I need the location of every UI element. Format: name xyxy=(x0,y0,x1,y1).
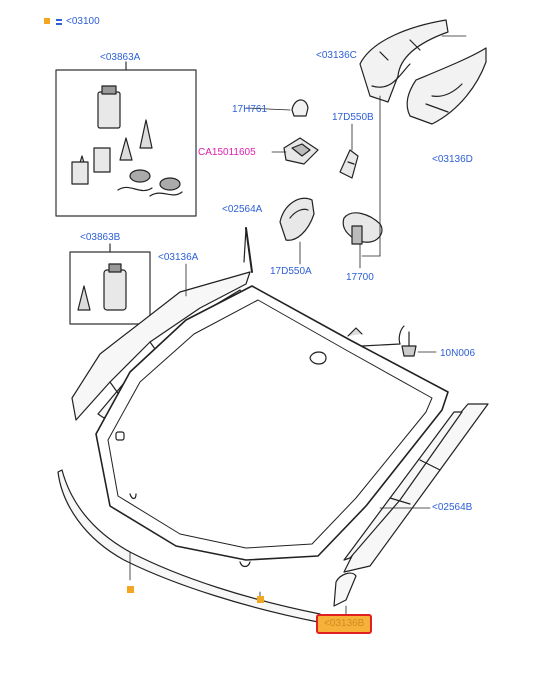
bracket-17d550b xyxy=(339,149,359,179)
label-ca15011605[interactable]: CA15011605 xyxy=(198,147,256,158)
clip-top xyxy=(347,327,363,337)
rear-view-mirror xyxy=(342,95,383,257)
mirror-cover-assembly xyxy=(359,19,487,125)
label-03136d[interactable]: <03136D xyxy=(432,154,473,165)
label-02564b[interactable]: <02564B xyxy=(432,502,473,513)
moulding-02564a xyxy=(243,227,253,273)
label-17h761[interactable]: 17H761 xyxy=(232,104,268,115)
sensor-cover-17h761 xyxy=(291,99,309,117)
label-10n006[interactable]: 10N006 xyxy=(440,348,476,359)
label-17d550b[interactable]: 17D550B xyxy=(332,112,374,123)
label-17700[interactable]: 17700 xyxy=(346,272,374,283)
legend-label[interactable]: <03100 xyxy=(66,16,100,27)
label-03136a[interactable]: <03136A xyxy=(158,252,199,263)
highlighted-part-03136b[interactable]: <03136B xyxy=(316,614,373,634)
bolt-10n006 xyxy=(361,325,437,357)
label-03863b[interactable]: <03863B xyxy=(80,232,121,243)
bracket-17d550a xyxy=(279,197,315,241)
marker-lower-left xyxy=(127,586,134,593)
legend-equals-icon-lower xyxy=(56,23,62,25)
label-03136c[interactable]: <03136C xyxy=(316,50,357,61)
rain-sensor xyxy=(283,137,319,165)
a-pillar-trim-right xyxy=(333,403,489,617)
label-17d550a[interactable]: 17D550A xyxy=(270,266,312,277)
windshield-glass xyxy=(95,285,449,568)
label-02564a[interactable]: <02564A xyxy=(222,204,263,215)
legend-equals-icon xyxy=(56,19,62,21)
label-03136b: <03136B xyxy=(324,618,365,629)
legend-marker xyxy=(44,18,50,24)
kit-box-03863a xyxy=(55,69,197,217)
kit-box-03863b xyxy=(69,251,151,325)
marker-lower-middle xyxy=(257,596,264,603)
label-03863a[interactable]: <03863A xyxy=(100,52,141,63)
